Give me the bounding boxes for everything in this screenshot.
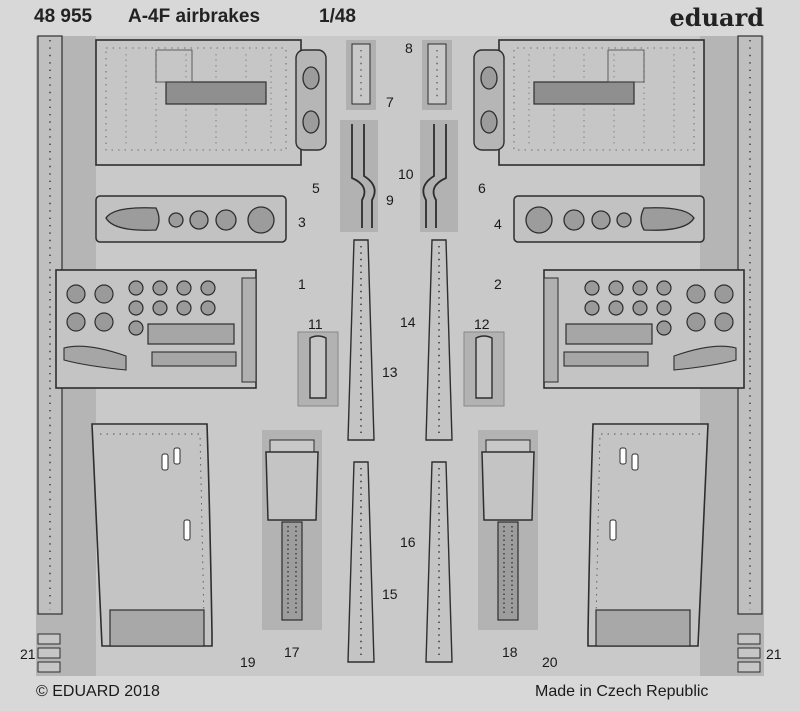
part-20 <box>587 423 709 647</box>
part-2 <box>543 269 745 389</box>
part-rail-right <box>737 35 763 615</box>
part-label-21-left: 21 <box>20 646 36 662</box>
part-5 <box>95 39 327 166</box>
part-17 <box>261 429 323 631</box>
part-19 <box>91 423 213 647</box>
part-21-right <box>737 633 761 673</box>
set-number: 48 955 <box>34 6 93 27</box>
eduard-logo: eduard <box>669 3 764 32</box>
part-label-1: 1 <box>298 276 306 292</box>
part-label-17: 17 <box>284 644 300 660</box>
part-9 <box>340 120 378 232</box>
part-label-13: 13 <box>382 364 398 380</box>
part-label-8: 8 <box>405 40 413 56</box>
part-label-18: 18 <box>502 644 518 660</box>
part-8 <box>422 40 452 110</box>
part-4 <box>513 195 705 243</box>
part-label-11: 11 <box>308 316 323 332</box>
part-3 <box>95 195 287 243</box>
part-21-left <box>37 633 61 673</box>
part-label-12: 12 <box>474 316 490 332</box>
part-label-16: 16 <box>400 534 416 550</box>
sheet-title: A-4F airbrakes <box>128 6 261 27</box>
part-label-20: 20 <box>542 654 558 670</box>
part-label-19: 19 <box>240 654 256 670</box>
copyright-text: © EDUARD 2018 <box>36 683 160 700</box>
part-label-4: 4 <box>494 216 502 232</box>
part-10 <box>420 120 458 232</box>
scale-label: 1/48 <box>319 6 356 27</box>
part-label-15: 15 <box>382 586 398 602</box>
part-18 <box>477 429 539 631</box>
part-12 <box>463 331 505 407</box>
part-label-10: 10 <box>398 166 414 182</box>
part-label-9: 9 <box>386 192 394 208</box>
part-label-5: 5 <box>312 180 320 196</box>
part-label-3: 3 <box>298 214 306 230</box>
part-label-2: 2 <box>494 276 502 292</box>
part-6 <box>473 39 705 166</box>
part-label-7: 7 <box>386 94 394 110</box>
part-11 <box>297 331 339 407</box>
part-label-14: 14 <box>400 314 416 330</box>
part-1 <box>55 269 257 389</box>
part-label-6: 6 <box>478 180 486 196</box>
part-7 <box>346 40 376 110</box>
part-label-21-right: 21 <box>766 646 782 662</box>
origin-text: Made in Czech Republic <box>535 683 709 700</box>
